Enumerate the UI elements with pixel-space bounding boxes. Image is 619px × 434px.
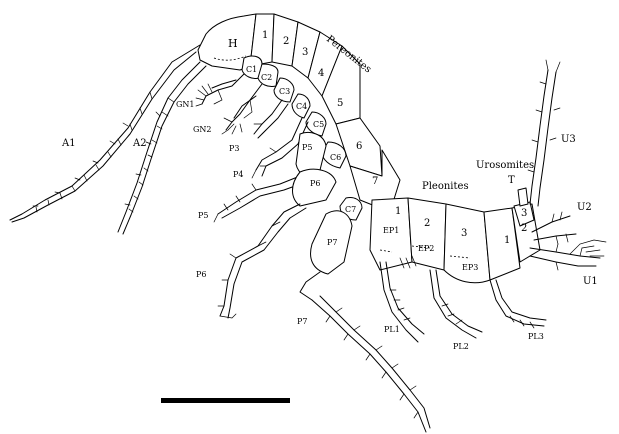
label-epimeron-3: EP3 [462,263,478,272]
label-pereopod-3: P3 [229,144,239,153]
label-coxa-6: C6 [330,153,341,162]
telson [518,188,528,206]
uropod-2 [532,212,576,244]
scale-bar [161,398,290,403]
antenna-a2 [118,62,206,234]
label-pereonite-4: 4 [318,68,324,79]
label-coxa-4: C4 [296,102,307,111]
label-antenna-2: A2 [132,138,147,149]
label-pereopod-5-basis: P5 [302,143,312,152]
label-pleonite-3: 3 [461,228,467,239]
label-pereopod-5: P5 [198,211,208,220]
label-pereonite-7: 7 [372,176,378,187]
label-pleonite-2: 2 [424,218,430,229]
gnathopod-2 [222,84,262,134]
label-urosomite-1: 1 [504,235,510,246]
gnathopod-1 [196,74,244,106]
label-head: H [228,37,238,50]
label-pereopod-6: P6 [196,270,206,279]
label-pereonite-1: 1 [262,30,268,41]
label-uropod-1: U1 [583,276,598,287]
label-coxa-3: C3 [279,87,290,96]
label-pleopod-3: PL3 [528,332,544,341]
label-pereopod-7: P7 [297,317,307,326]
label-pleonite-1: 1 [395,206,401,217]
label-urosomites: Urosomites [476,160,534,171]
label-urosomite-2: 2 [521,223,527,234]
label-coxa-2: C2 [261,73,272,82]
label-telson: T [508,175,515,186]
label-epimeron-1: EP1 [383,226,399,235]
antenna-a1 [10,45,200,222]
pleopod-3 [490,280,546,328]
label-urosomite-3: 3 [521,208,527,219]
pleonite-2 [408,198,446,270]
uropod-3 [528,60,560,206]
label-pereopod-7-basis: P7 [327,238,337,247]
label-pereonite-5: 5 [337,98,343,109]
label-epimeron-2: EP2 [418,244,434,253]
urosome [484,188,540,280]
label-gnathopod-2: GN2 [193,125,211,134]
label-coxa-1: C1 [246,65,257,74]
label-pereonite-6: 6 [356,141,362,152]
label-gnathopod-1: GN1 [176,100,194,109]
label-pleopod-1: PL1 [384,325,400,334]
label-uropod-2: U2 [577,202,592,213]
pereopod-3 [254,100,288,138]
label-pereopod-6-basis: P6 [310,179,320,188]
label-antenna-1: A1 [61,138,76,149]
label-pleopod-2: PL2 [453,342,469,351]
uropod-1 [530,240,606,270]
label-uropod-3: U3 [561,134,576,145]
label-pereonite-2: 2 [283,36,289,47]
label-pleonites: Pleonites [422,181,469,192]
label-coxa-7: C7 [345,205,356,214]
label-pereonite-3: 3 [302,47,308,58]
label-coxa-5: C5 [313,120,324,129]
label-pereopod-4: P4 [233,170,243,179]
